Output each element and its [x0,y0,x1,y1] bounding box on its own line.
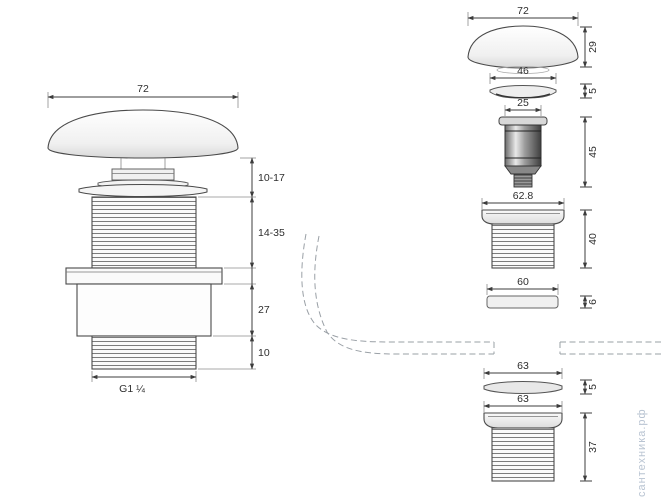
exploded-valve: 25 45 [498,97,599,188]
drain-body [76,283,212,337]
exploded-flange: 46 5 [489,65,599,99]
dim-label-gasket-width: 63 [517,360,529,372]
nut-flange [483,412,563,429]
body-thread-section [491,223,555,269]
cap-shape [467,25,579,69]
gasket-shape [483,381,563,394]
assembled-view: 72 G1 ¼ [47,83,285,395]
valve-body [504,124,542,167]
dim-label-cap-height: 29 [587,41,599,53]
dim-label-body-height: 40 [587,233,599,245]
dim-label-nut-width: 63 [517,393,529,405]
dim-label-body-width: 62.8 [513,190,534,202]
flange-shadow-line [495,93,551,99]
click-mechanism [78,158,208,197]
nut-thread-section [491,427,555,482]
valve-detail-lines [505,130,541,159]
dim-label-washer-height: 6 [587,299,599,305]
dim-label-cap-travel: 10-17 [258,172,285,184]
dim-label-thread-range: 14-35 [258,227,285,239]
dim-label-valve-height: 45 [587,146,599,158]
dim-label-top-width: 72 [137,83,149,95]
watermark: сантехника.рф [636,408,648,497]
sink-surface-upper [301,233,494,343]
washer-shape [486,295,559,309]
dim-label-valve-width: 25 [517,97,529,109]
dim-label-outlet-thread: G1 ¼ [119,383,145,395]
dim-label-flange-height: 5 [587,88,599,94]
outlet-thread-section [91,335,197,370]
exploded-body: 62.8 40 [481,190,599,269]
dim-label-outlet-height: 10 [258,347,270,359]
dim-label-washer-width: 60 [517,276,529,288]
outlet-thread-dim: G1 ¼ [91,371,197,395]
upper-thread-section [91,196,197,269]
valve-taper [504,165,542,175]
middle-flange [65,267,223,285]
exploded-view: 72 29 46 5 25 [467,5,599,482]
assembled-height-dims: 10-17 14-35 27 10 [198,157,285,370]
exploded-cap: 72 29 [467,5,599,74]
dim-label-gasket-height: 5 [587,384,599,390]
dim-label-body-height: 27 [258,304,270,316]
sink-profile [301,233,662,355]
cap-underside-line [496,66,550,74]
mechanism-body [111,168,175,181]
body-flange [481,209,565,225]
valve-thread-stud [513,173,533,188]
exploded-gasket: 63 5 [483,360,599,395]
dim-label-nut-height: 37 [587,441,599,453]
valve-top-disc [498,116,548,126]
exploded-washer: 60 6 [486,276,599,309]
dim-label-flange-width: 46 [517,65,529,77]
stem-lines [120,158,166,169]
exploded-nut: 63 37 [483,393,599,482]
assembled-top-width-dim: 72 [47,83,239,108]
cap-shape [47,109,239,159]
seal-flange [78,184,208,197]
flange-shape [489,85,557,99]
sink-surface-lower [314,235,494,355]
dim-label-cap-width: 72 [517,5,529,17]
